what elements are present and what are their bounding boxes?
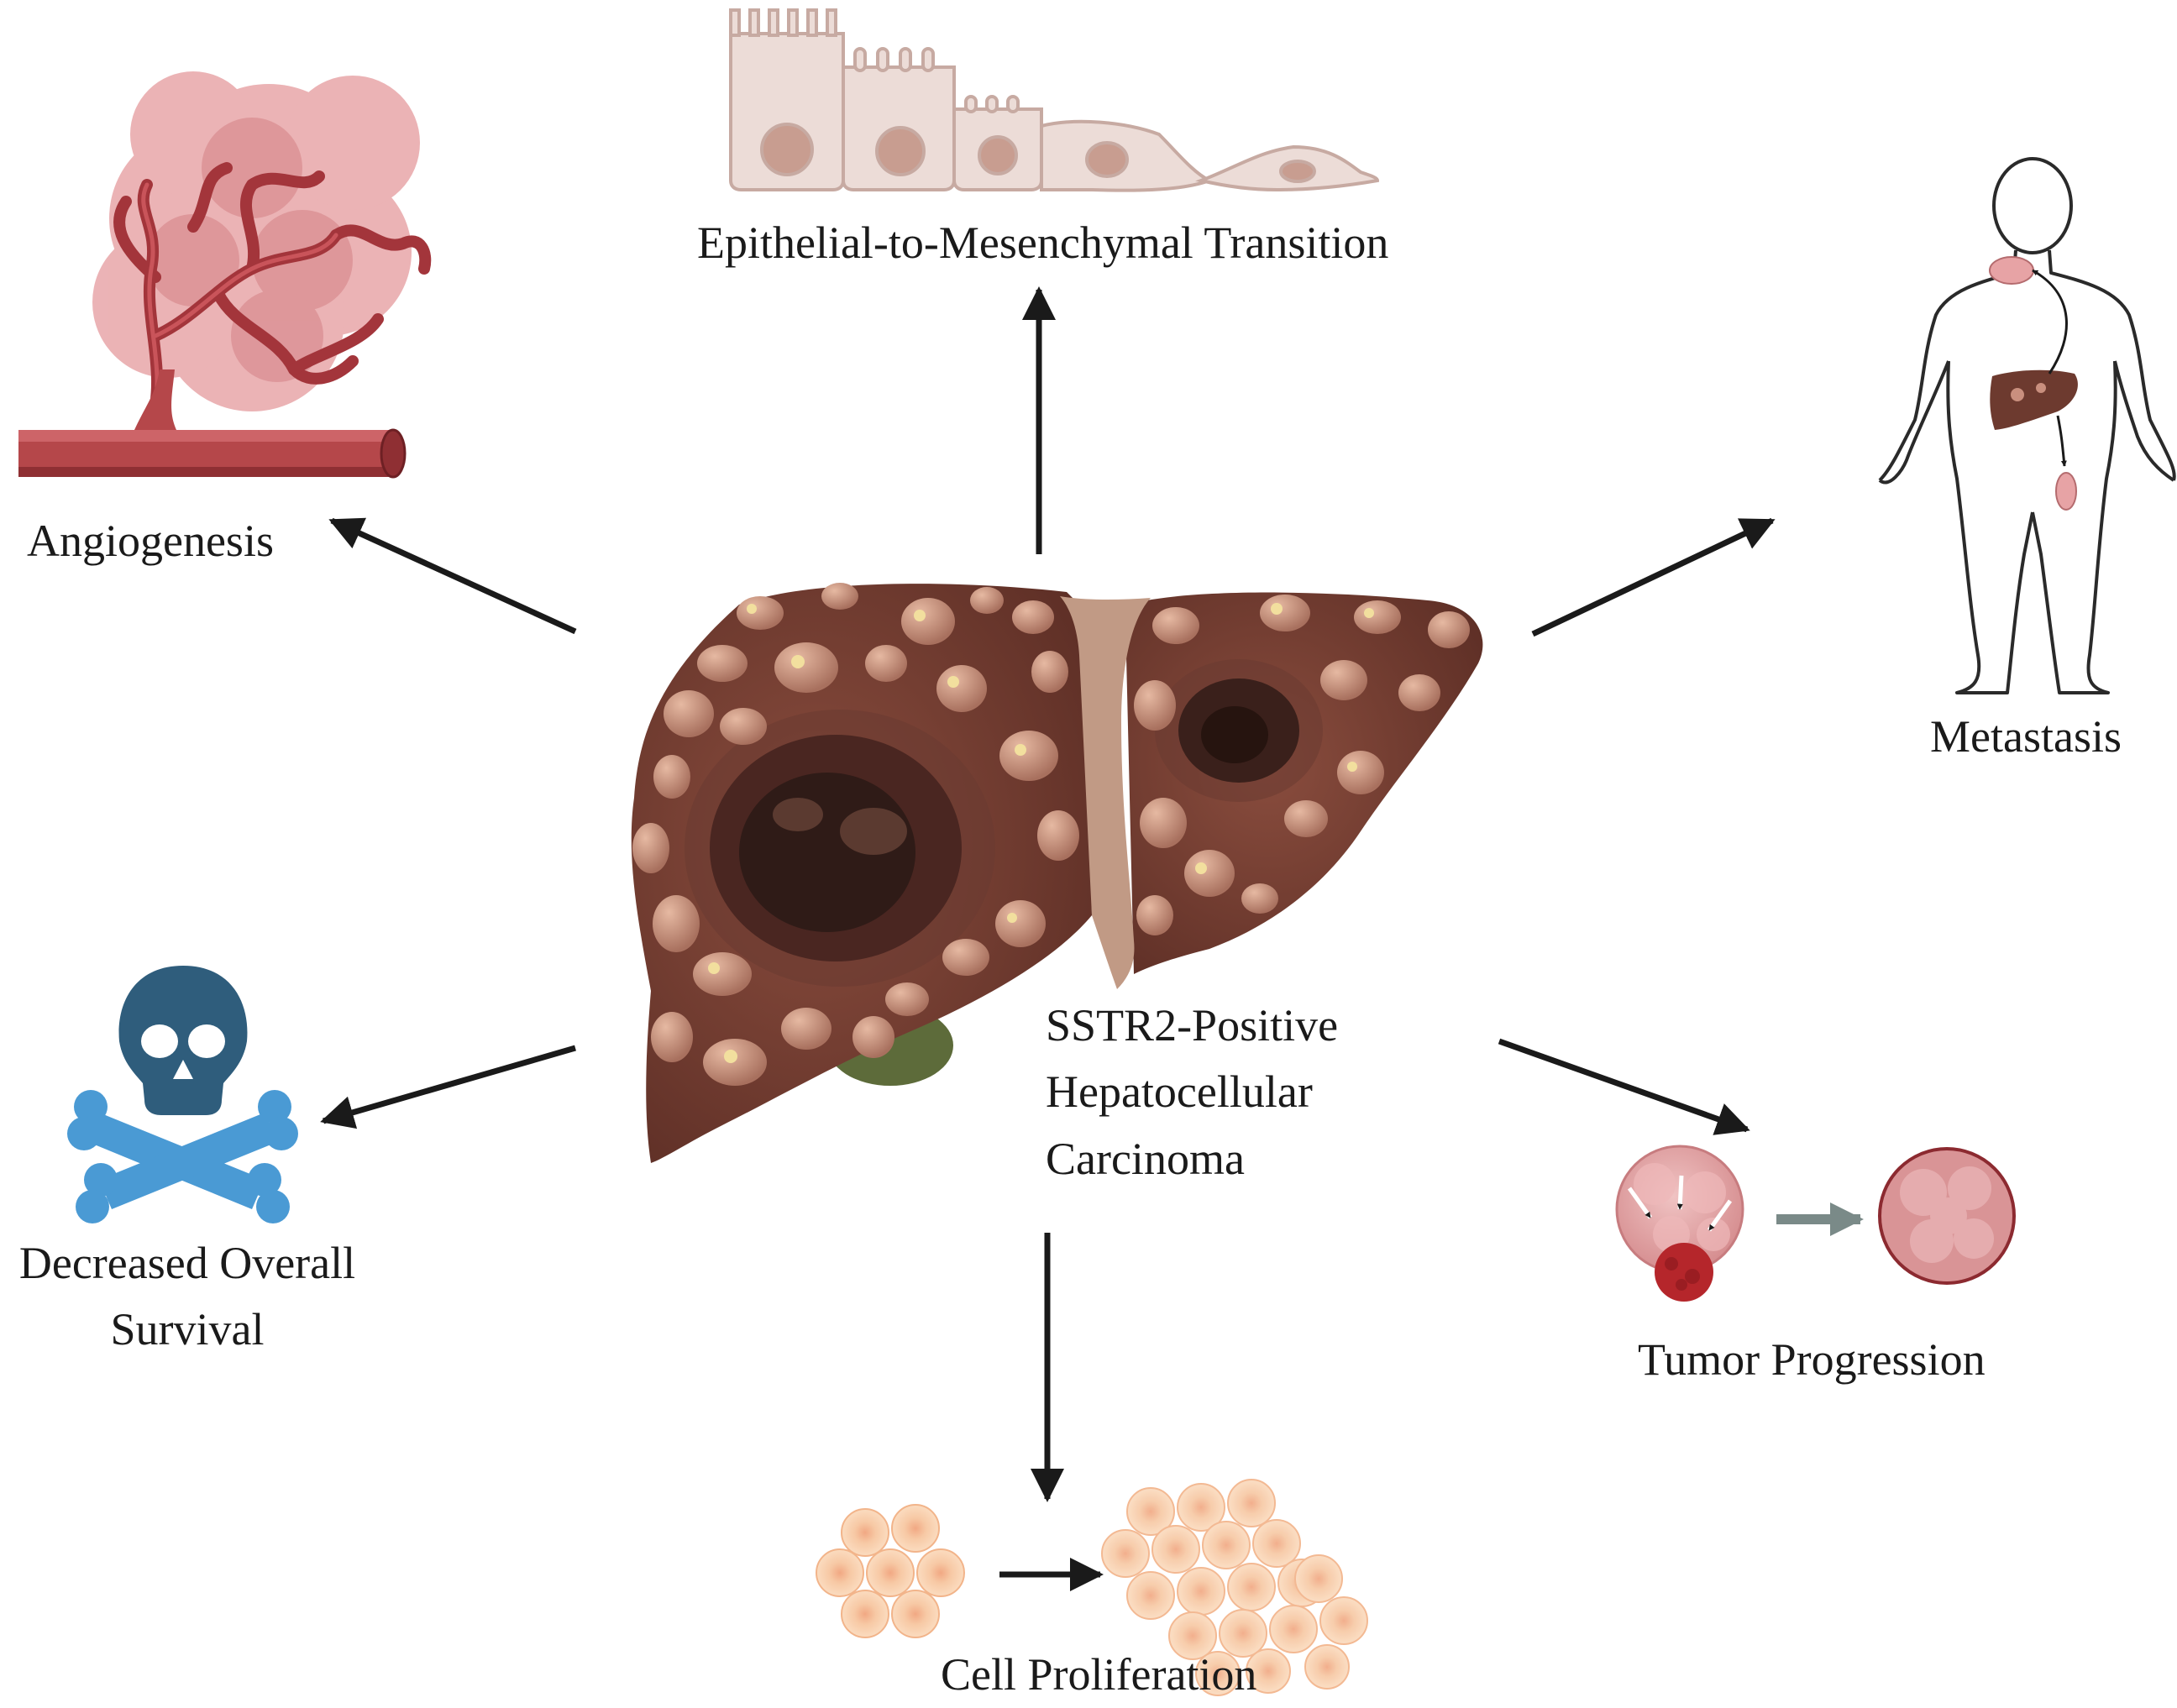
center-label-line2: Hepatocellular	[1046, 1066, 1313, 1118]
human-body-metastasis-icon	[1878, 157, 2176, 694]
skull-crossbones-icon	[67, 966, 298, 1223]
necrotic-lesion-small	[1155, 659, 1323, 802]
metastasis-label: Metastasis	[1930, 711, 2122, 762]
nodule-highlights	[708, 603, 1374, 1063]
tumor-progression-label: Tumor Progression	[1638, 1334, 1986, 1385]
blood-vessel-tumor-icon	[18, 71, 432, 479]
arrows	[320, 286, 1776, 1502]
epithelial-mesenchymal-cells-icon	[729, 8, 1380, 192]
arrow-to-survival	[320, 1045, 576, 1129]
survival-label-line2: Survival	[110, 1304, 265, 1355]
emt-label: Epithelial-to-Mesenchymal Transition	[697, 217, 1389, 268]
center-label-line1: SSTR2-Positive	[1046, 1000, 1339, 1050]
survival-label: Decreased Overall Survival	[15, 1230, 359, 1364]
cell-cluster-icon	[816, 1479, 1368, 1696]
arrow-to-metastasis	[1531, 517, 1776, 637]
arrow-to-tumor-progression	[1498, 1038, 1750, 1135]
center-label-line3: Carcinoma	[1046, 1133, 1245, 1184]
angiogenesis-label: Angiogenesis	[27, 516, 274, 566]
survival-label-line1: Decreased Overall	[18, 1238, 356, 1288]
necrotic-lesion-large	[685, 710, 995, 987]
tumor-growth-icon	[1615, 1145, 2016, 1302]
small-cell-cluster	[816, 1504, 965, 1638]
cell-proliferation-label: Cell Proliferation	[941, 1649, 1257, 1700]
large-cell-cluster	[1101, 1479, 1368, 1696]
center-label: SSTR2-Positive Hepatocellular Carcinoma	[1046, 993, 1338, 1192]
tumor-nodules	[632, 583, 1470, 1086]
liver-tumor-icon	[631, 583, 1483, 1163]
arrow-to-angiogenesis	[328, 517, 577, 635]
